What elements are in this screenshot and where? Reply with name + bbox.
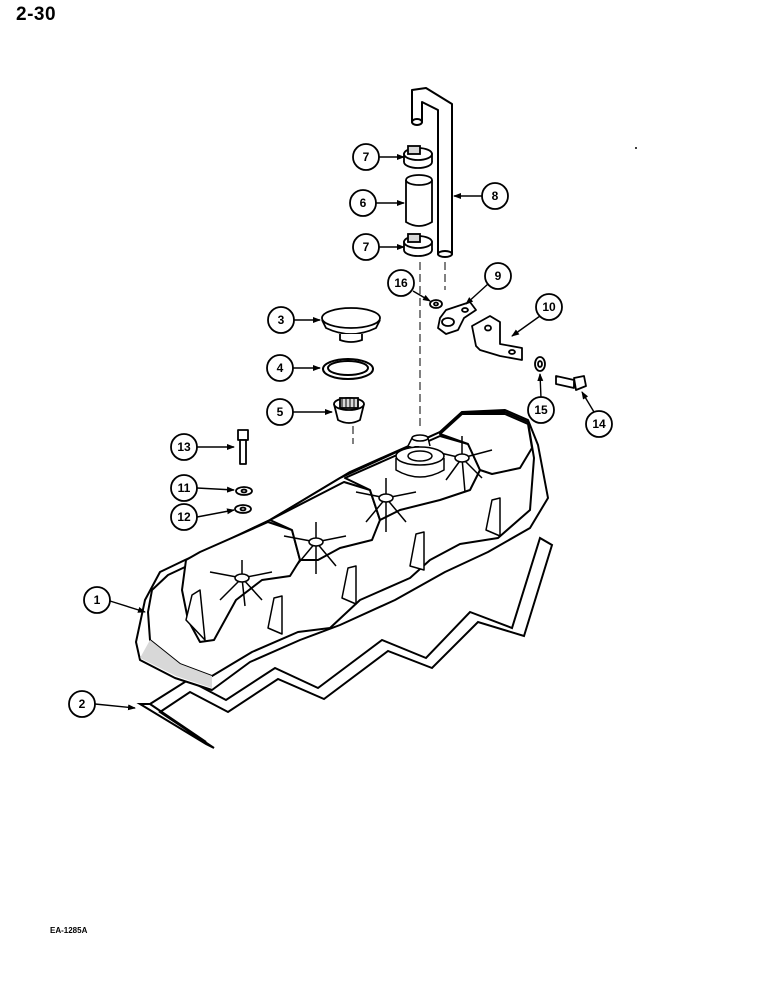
washer-12	[234, 504, 252, 514]
callout-circle-6	[349, 189, 377, 217]
connecting-hose	[405, 174, 433, 227]
leader-10	[511, 315, 541, 337]
alignment-lines	[352, 262, 446, 444]
callout-label-12: 12	[177, 510, 191, 524]
callout-label-2: 2	[79, 697, 86, 711]
callout-circle-7b	[352, 233, 380, 261]
washer-11	[235, 486, 253, 496]
callout-circle-5	[266, 398, 294, 426]
callout-circle-13	[170, 433, 198, 461]
speck	[635, 147, 637, 149]
washer-16	[429, 299, 443, 309]
leader-11	[196, 486, 235, 493]
callouts: 1 2 3 4 5 6 7 7 8 9 10 11 12 13 14 15 16	[68, 143, 613, 718]
seal-ring	[322, 358, 374, 380]
callout-label-9: 9	[495, 269, 502, 283]
callout-circle-11	[170, 474, 198, 502]
hose-clip-upper	[403, 145, 433, 169]
callout-label-1: 1	[94, 593, 101, 607]
callout-circle-2	[68, 690, 96, 718]
leader-16	[412, 290, 431, 302]
figure-code: EA-1285A	[50, 926, 88, 935]
callout-label-8: 8	[492, 189, 499, 203]
callout-label-6: 6	[360, 196, 367, 210]
rocker-cover-gasket	[136, 536, 554, 749]
callout-label-16: 16	[394, 276, 408, 290]
callout-label-5: 5	[277, 405, 284, 419]
hose-clip-lower	[403, 233, 433, 257]
callout-circle-15	[527, 396, 555, 424]
cover-bolt	[237, 429, 249, 465]
leader-9	[465, 283, 489, 305]
callout-circle-1	[83, 586, 111, 614]
breather-pipe	[411, 87, 453, 258]
pipe-clip	[437, 301, 477, 335]
page-number: 2-30	[16, 4, 57, 25]
leader-15	[537, 373, 544, 399]
filler-cap	[321, 307, 381, 343]
callout-label-4: 4	[277, 361, 284, 375]
callout-circle-16	[387, 269, 415, 297]
callout-label-11: 11	[178, 481, 191, 495]
callout-circle-8	[481, 182, 509, 210]
callout-circle-10	[535, 293, 563, 321]
callout-circle-4	[266, 354, 294, 382]
callout-circle-14	[585, 410, 613, 438]
leader-14	[581, 391, 595, 413]
leader-1	[109, 600, 146, 613]
callout-label-3: 3	[278, 313, 285, 327]
callout-label-7b: 7	[363, 240, 370, 254]
callout-circle-9	[484, 262, 512, 290]
callout-label-14: 14	[592, 417, 606, 431]
callout-circle-12	[170, 503, 198, 531]
leader-12	[196, 508, 235, 518]
leader-2	[94, 703, 136, 711]
callout-circle-7a	[352, 143, 380, 171]
washer-15	[534, 356, 546, 372]
callout-label-15: 15	[534, 403, 548, 417]
mounting-bracket	[471, 315, 523, 361]
callout-circle-3	[267, 306, 295, 334]
rocker-cover	[135, 409, 549, 691]
callout-label-7a: 7	[363, 150, 370, 164]
bolt-14	[555, 375, 587, 391]
callout-label-10: 10	[542, 300, 556, 314]
callout-label-13: 13	[177, 440, 191, 454]
filter-element	[333, 397, 365, 424]
